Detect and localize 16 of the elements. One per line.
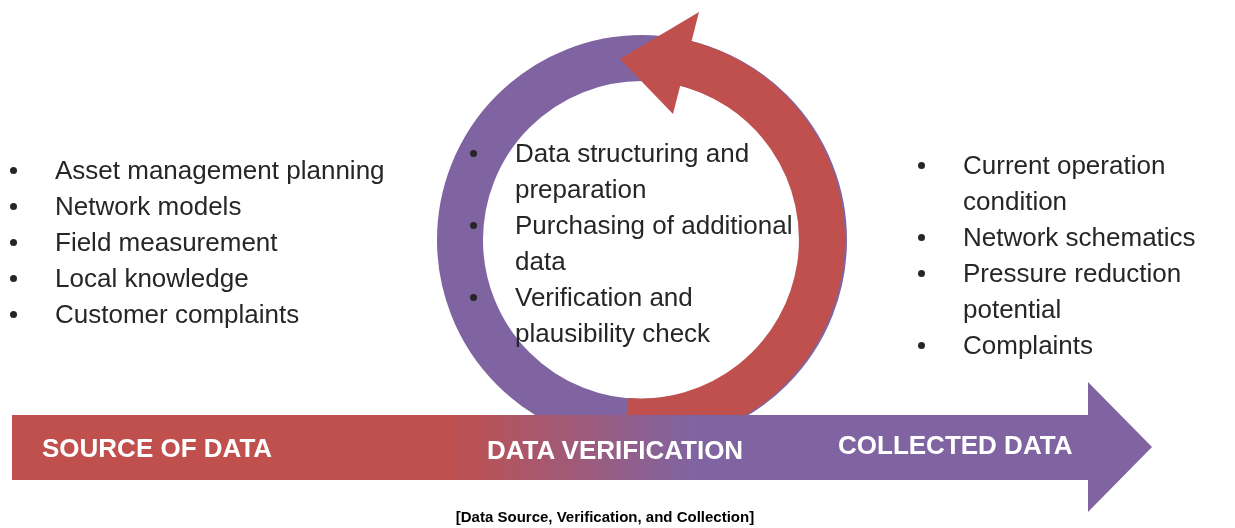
list-item-text: Data structuring and preparation bbox=[515, 138, 750, 204]
list-item-text: Network schematics bbox=[963, 222, 1196, 252]
list-item-text: Purchasing of additional data bbox=[515, 210, 793, 276]
list-item-text: Complaints bbox=[963, 330, 1094, 360]
list-item-text: Local knowledge bbox=[55, 263, 249, 293]
list-item-text: Pressure reduction potential bbox=[963, 258, 1182, 324]
list-item-text: Network models bbox=[55, 191, 242, 221]
stage-label: SOURCE OF DATA bbox=[42, 432, 273, 464]
list-item-text: Verification and plausibility check bbox=[515, 282, 711, 348]
stage-label: COLLECTED DATA bbox=[838, 429, 1073, 461]
caption: [Data Source, Verification, and Collection] bbox=[454, 508, 756, 525]
list-item-text: Asset management planning bbox=[55, 155, 385, 185]
list-item-text: Current operation condition bbox=[963, 150, 1166, 216]
list-item-text: Field measurement bbox=[55, 227, 278, 257]
list-item-text: Customer complaints bbox=[55, 299, 300, 329]
stage-label: DATA VERIFICATION bbox=[487, 434, 744, 466]
